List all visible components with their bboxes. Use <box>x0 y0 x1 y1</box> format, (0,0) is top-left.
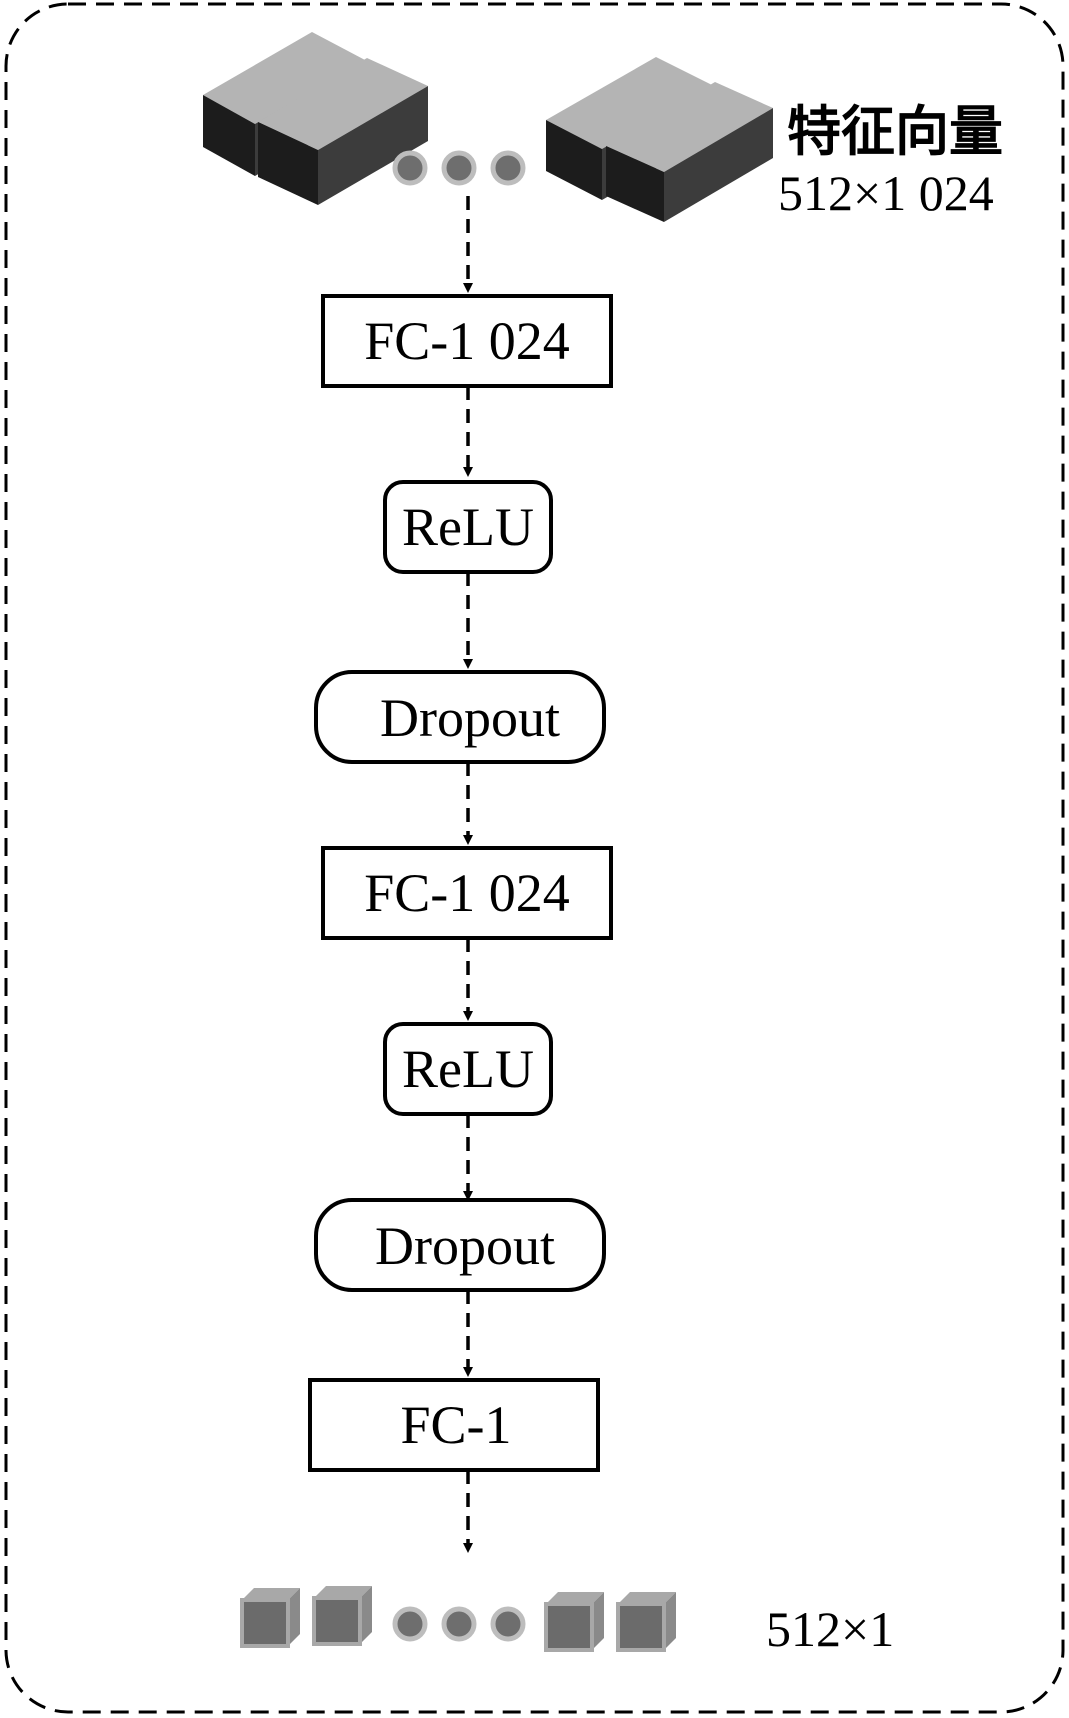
layer-relu-1-label: ReLU <box>402 497 534 557</box>
input-title: 特征向量 <box>787 100 1003 163</box>
layer-fc-1-label: FC-1 024 <box>364 311 570 371</box>
layer-fc-1: FC-1 024 <box>321 294 613 388</box>
layer-fc-2-label: FC-1 024 <box>364 863 570 923</box>
layer-fc-2: FC-1 024 <box>321 846 613 940</box>
output-cube-3 <box>544 1592 604 1652</box>
layer-dropout-1: Dropout <box>314 670 606 764</box>
layer-relu-2: ReLU <box>383 1022 553 1116</box>
input-feature-block-right <box>546 57 773 222</box>
input-ellipsis-dots <box>392 150 526 186</box>
output-cube-2 <box>312 1586 372 1646</box>
output-cube-4 <box>616 1592 676 1652</box>
outer-dashed-frame <box>4 2 1065 1714</box>
output-ellipsis-dots <box>392 1606 526 1642</box>
input-shape: 512×1 024 <box>778 165 994 221</box>
layer-dropout-2-label: Dropout <box>375 1216 555 1276</box>
layer-fc-3: FC-1 <box>308 1378 600 1472</box>
input-feature-block-left <box>203 32 428 205</box>
output-cube-1 <box>240 1588 300 1648</box>
layer-dropout-2: Dropout <box>314 1198 606 1292</box>
layer-relu-1: ReLU <box>383 480 553 574</box>
layer-relu-2-label: ReLU <box>402 1039 534 1099</box>
output-shape: 512×1 <box>766 1601 894 1657</box>
layer-dropout-1-label: Dropout <box>380 688 560 748</box>
layer-fc-3-label: FC-1 <box>400 1395 511 1455</box>
